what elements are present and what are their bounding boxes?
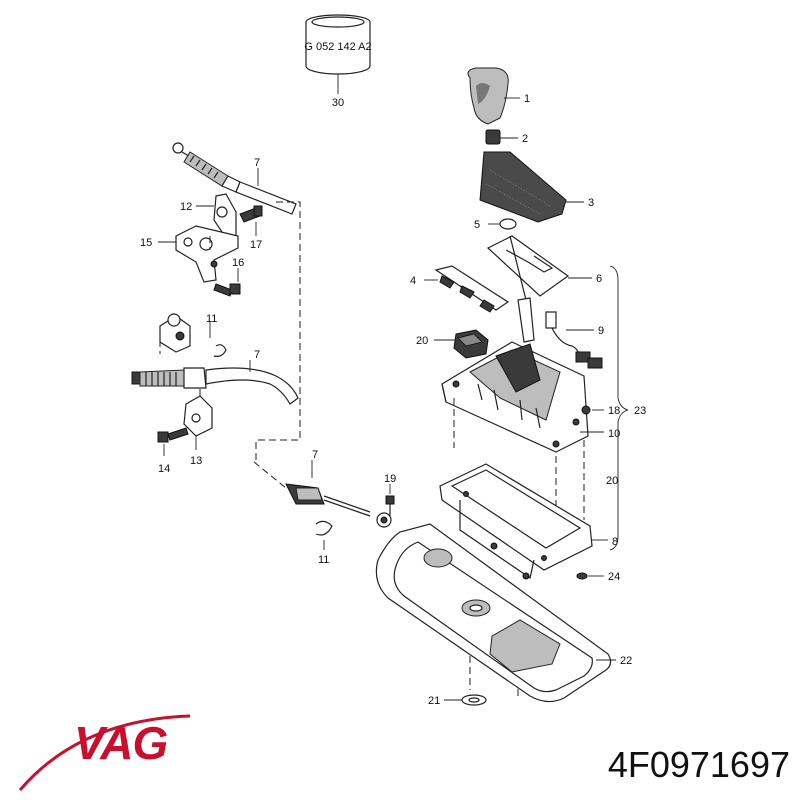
part-3-shift-boot bbox=[479, 151, 567, 223]
part-8-lower-tray bbox=[439, 463, 593, 580]
callout-17: 17 bbox=[250, 239, 262, 251]
cable-routing-guide bbox=[159, 201, 301, 489]
shift-lever-rod bbox=[509, 235, 535, 343]
callout-19: 19 bbox=[384, 473, 396, 485]
callout-9: 9 bbox=[598, 325, 604, 337]
callout-15: 15 bbox=[140, 237, 152, 249]
selector-mechanism-housing bbox=[441, 341, 589, 453]
callout-11-b: 11 bbox=[318, 554, 329, 566]
part-18-bolt bbox=[581, 405, 591, 415]
callout-20-a: 20 bbox=[416, 335, 428, 347]
callout-7-c: 7 bbox=[312, 449, 318, 461]
callout-4: 4 bbox=[410, 275, 416, 287]
part-15-mounting-bracket bbox=[175, 225, 239, 283]
part-6-cover-plate bbox=[486, 235, 570, 297]
part-20-actuator bbox=[453, 329, 489, 359]
part-19-bolt bbox=[385, 495, 395, 516]
brand-swoosh bbox=[18, 714, 191, 791]
part-24-washer bbox=[576, 572, 588, 580]
callout-1: 1 bbox=[524, 93, 530, 105]
callout-7-a: 7 bbox=[254, 157, 260, 169]
part-21-grommet bbox=[461, 694, 487, 706]
upper-shift-cable bbox=[172, 142, 297, 215]
part-22-base-plate bbox=[375, 523, 612, 703]
callout-18: 18 bbox=[608, 405, 620, 417]
callout-8: 8 bbox=[612, 536, 618, 548]
callout-24: 24 bbox=[608, 571, 620, 583]
part-1-shift-knob bbox=[467, 67, 509, 125]
part-4-selector-slide bbox=[434, 265, 510, 313]
part-16-screw bbox=[213, 283, 241, 297]
callout-30: 30 bbox=[332, 97, 344, 109]
callout-5: 5 bbox=[474, 219, 480, 231]
callout-23: 23 bbox=[634, 405, 646, 417]
part-17-screw bbox=[239, 205, 263, 223]
callout-22: 22 bbox=[620, 655, 632, 667]
middle-shift-cable bbox=[131, 313, 299, 405]
part-2-collar bbox=[485, 129, 501, 145]
callout-21: 21 bbox=[428, 695, 440, 707]
callout-2: 2 bbox=[522, 133, 528, 145]
part-5-ring bbox=[499, 218, 517, 230]
callout-11-a: 11 bbox=[206, 313, 217, 325]
part-13-clip bbox=[183, 395, 213, 437]
callout-12: 12 bbox=[180, 201, 192, 213]
brand-logo-vag: VAG bbox=[74, 717, 168, 769]
sleeve-marking: G 052 142 A2 bbox=[304, 41, 371, 53]
assembly-bracket bbox=[609, 265, 629, 551]
callout-6: 6 bbox=[596, 273, 602, 285]
part-9-wiring-harness bbox=[545, 311, 603, 369]
lower-shift-cable bbox=[285, 483, 392, 550]
part-number: 4F0971697 bbox=[607, 744, 790, 785]
callout-20-b: 20 bbox=[606, 475, 618, 487]
callout-16: 16 bbox=[232, 257, 244, 269]
callout-3: 3 bbox=[588, 197, 594, 209]
callout-13: 13 bbox=[190, 455, 202, 467]
callout-10: 10 bbox=[608, 428, 620, 440]
callout-7-b: 7 bbox=[254, 349, 260, 361]
part-12-bracket bbox=[213, 193, 237, 239]
part-30-sleeve: G 052 142 A2 bbox=[304, 14, 372, 94]
callout-14: 14 bbox=[158, 463, 170, 475]
part-14-screw bbox=[157, 427, 189, 443]
